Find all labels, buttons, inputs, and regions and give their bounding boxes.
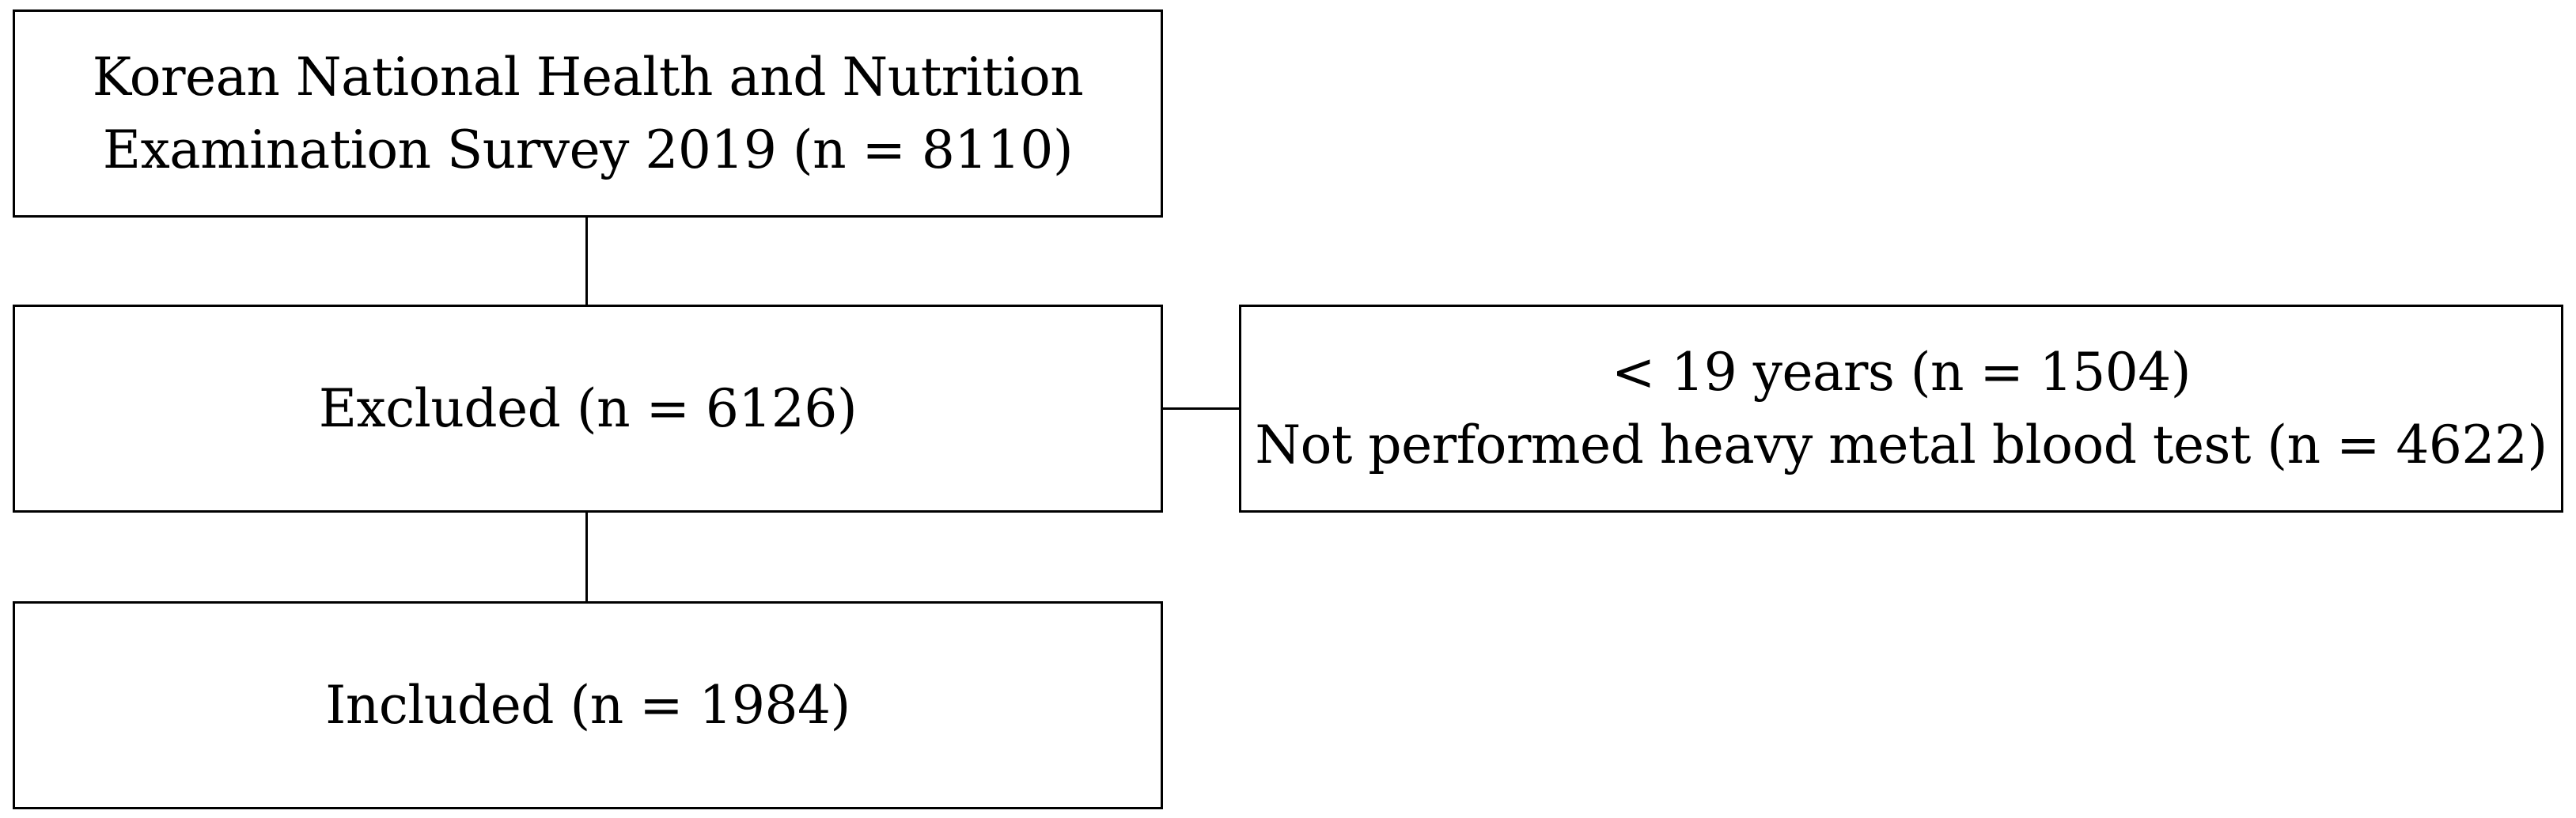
exclusion-reason-age: < 19 years (n = 1504): [1611, 341, 2191, 403]
excluded-box: Excluded (n = 6126): [13, 305, 1163, 513]
source-population-line-1: Korean National Health and Nutrition: [92, 46, 1084, 108]
included-label: Included (n = 1984): [325, 674, 850, 736]
source-population-box: Korean National Health and Nutrition Exa…: [13, 9, 1163, 218]
connector-excluded-to-reasons: [1163, 407, 1239, 410]
exclusion-reasons-box: < 19 years (n = 1504) Not performed heav…: [1239, 305, 2563, 513]
connector-excluded-to-included: [585, 513, 588, 601]
exclusion-reason-blood-test: Not performed heavy metal blood test (n …: [1255, 414, 2548, 475]
included-box: Included (n = 1984): [13, 601, 1163, 809]
source-population-line-2: Examination Survey 2019 (n = 8110): [102, 119, 1074, 180]
connector-source-to-excluded: [585, 218, 588, 305]
excluded-label: Excluded (n = 6126): [318, 377, 858, 439]
